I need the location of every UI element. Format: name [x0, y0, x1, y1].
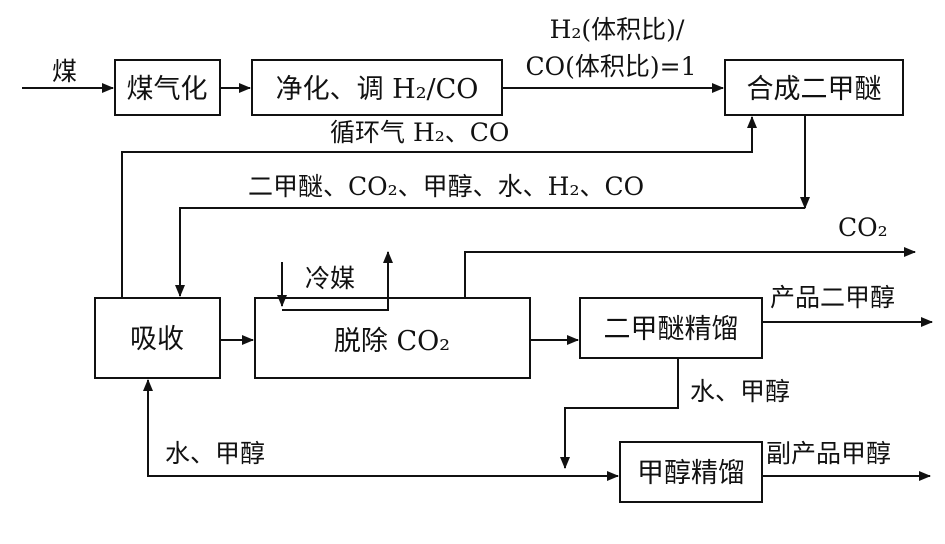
node-purify-label: 净化、调 H₂/CO [276, 74, 479, 105]
label-water-methanol-1: 水、甲醇 [690, 377, 790, 406]
flow-dme-bottoms [560, 358, 679, 469]
node-remove-co2-label: 脱除 CO₂ [334, 326, 450, 357]
node-absorb: 吸收 [94, 297, 221, 379]
label-refrigerant: 冷媒 [305, 264, 355, 293]
label-recycle-gas: 循环气 H₂、CO [330, 118, 509, 147]
label-byproduct-methanol: 副产品甲醇 [766, 439, 891, 468]
label-co2-out: CO₂ [838, 213, 888, 242]
flow-co2-out [464, 247, 916, 298]
label-coal: 煤 [52, 57, 77, 86]
label-water-methanol-2: 水、甲醇 [165, 439, 265, 468]
node-methanol-rectification: 甲醇精馏 [619, 441, 763, 503]
flow-refrigerant-out [282, 251, 393, 311]
node-remove-co2: 脱除 CO₂ [254, 297, 531, 379]
node-gasify-label: 煤气化 [127, 74, 208, 105]
node-synth: 合成二甲醚 [724, 59, 904, 116]
label-ratio-line2: CO(体积比)=1 [526, 52, 697, 81]
node-absorb-label: 吸收 [130, 324, 184, 355]
node-dme-rectification: 二甲醚精馏 [579, 297, 763, 359]
node-gasify: 煤气化 [114, 59, 221, 116]
node-methanol-rectification-label: 甲醇精馏 [637, 458, 745, 489]
flow-recycle-gas [121, 116, 757, 298]
label-ratio-line1: H₂(体积比)/ [550, 15, 685, 44]
label-synth-outlet: 二甲醚、CO₂、甲醇、水、H₂、CO [248, 172, 644, 201]
label-product-dme: 产品二甲醇 [770, 283, 895, 312]
flow-outlet-to-absorb [175, 207, 805, 297]
node-purify: 净化、调 H₂/CO [251, 59, 503, 116]
flow-water-methanol-return [143, 379, 565, 477]
node-dme-rectification-label: 二甲醚精馏 [604, 314, 739, 345]
node-synth-label: 合成二甲醚 [747, 74, 882, 105]
